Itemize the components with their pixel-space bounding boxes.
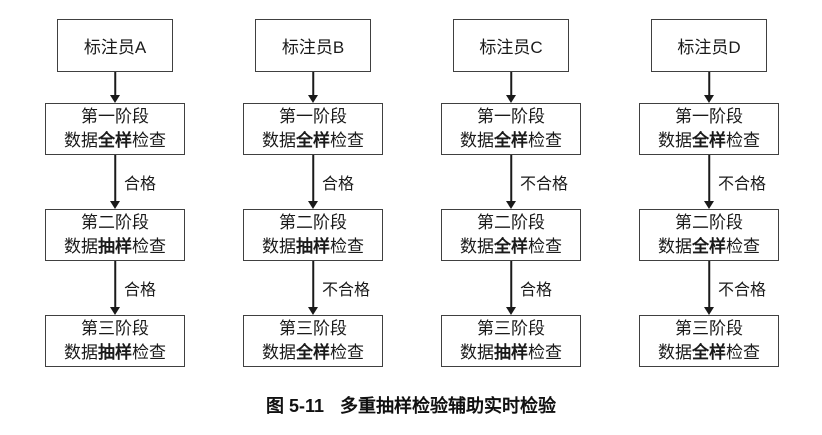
arrow-result-label: 不合格 xyxy=(718,276,767,300)
arrow-line xyxy=(510,261,512,309)
stage-title: 第二阶段 xyxy=(675,213,743,232)
stage-title: 第三阶段 xyxy=(477,319,545,338)
arrow-connector: 合格 xyxy=(441,261,581,315)
annotator-label: 标注员A xyxy=(83,38,147,57)
stage-detail: 数据全样检查 xyxy=(658,343,760,362)
stage-2-box: 第二阶段 数据全样检查 xyxy=(639,209,779,261)
arrow-connector: 不合格 xyxy=(639,155,779,209)
stage-1-box: 第一阶段 数据全样检查 xyxy=(441,103,581,155)
stage-title: 第二阶段 xyxy=(81,213,149,232)
arrow-head-icon xyxy=(704,201,714,209)
arrow-line xyxy=(114,261,116,309)
stage-2-box: 第二阶段 数据抽样检查 xyxy=(45,209,185,261)
arrow-connector: 不合格 xyxy=(639,261,779,315)
arrow-line xyxy=(510,72,512,97)
arrow-head-icon xyxy=(704,95,714,103)
annotator-header-box: 标注员C xyxy=(453,19,569,72)
stage-title: 第三阶段 xyxy=(81,319,149,338)
arrow-line xyxy=(312,261,314,309)
column-annotator-b: 标注员B 第一阶段 数据全样检查 合格 第二阶段 数据抽样检查 xyxy=(243,19,383,367)
arrow-connector xyxy=(441,72,581,103)
arrow-head-icon xyxy=(704,307,714,315)
arrow-line xyxy=(312,155,314,203)
annotator-columns: 标注员A 第一阶段 数据全样检查 合格 第二阶段 数据抽样检查 xyxy=(45,19,779,367)
stage-title: 第一阶段 xyxy=(279,107,347,126)
stage-detail: 数据抽样检查 xyxy=(64,237,166,256)
arrow-head-icon xyxy=(308,307,318,315)
arrow-head-icon xyxy=(506,95,516,103)
stage-detail: 数据全样检查 xyxy=(262,131,364,150)
arrow-result-label: 合格 xyxy=(124,170,157,194)
arrow-result-label: 合格 xyxy=(124,276,157,300)
stage-1-box: 第一阶段 数据全样检查 xyxy=(243,103,383,155)
annotator-header-box: 标注员A xyxy=(57,19,173,72)
arrow-connector xyxy=(639,72,779,103)
arrow-head-icon xyxy=(506,307,516,315)
arrow-head-icon xyxy=(110,201,120,209)
arrow-head-icon xyxy=(506,201,516,209)
stage-2-box: 第二阶段 数据抽样检查 xyxy=(243,209,383,261)
column-annotator-c: 标注员C 第一阶段 数据全样检查 不合格 第二阶段 数据全样检查 xyxy=(441,19,581,367)
arrow-connector xyxy=(45,72,185,103)
arrow-line xyxy=(312,72,314,97)
annotator-header-box: 标注员D xyxy=(651,19,767,72)
stage-detail: 数据抽样检查 xyxy=(64,343,166,362)
annotator-label: 标注员C xyxy=(479,38,543,57)
stage-detail: 数据抽样检查 xyxy=(262,237,364,256)
arrow-result-label: 不合格 xyxy=(520,170,569,194)
arrow-head-icon xyxy=(110,95,120,103)
stage-1-box: 第一阶段 数据全样检查 xyxy=(639,103,779,155)
arrow-head-icon xyxy=(308,95,318,103)
stage-detail: 数据全样检查 xyxy=(262,343,364,362)
annotator-label: 标注员D xyxy=(677,38,741,57)
arrow-connector: 合格 xyxy=(45,155,185,209)
stage-title: 第三阶段 xyxy=(279,319,347,338)
arrow-line xyxy=(114,155,116,203)
stage-1-box: 第一阶段 数据全样检查 xyxy=(45,103,185,155)
arrow-line xyxy=(114,72,116,97)
arrow-connector xyxy=(243,72,383,103)
stage-3-box: 第三阶段 数据全样检查 xyxy=(243,315,383,367)
arrow-line xyxy=(708,72,710,97)
arrow-connector: 合格 xyxy=(243,155,383,209)
figure-title: 多重抽样检验辅助实时检验 xyxy=(340,396,557,416)
stage-detail: 数据全样检查 xyxy=(460,237,562,256)
arrow-line xyxy=(510,155,512,203)
arrow-result-label: 合格 xyxy=(322,170,355,194)
stage-detail: 数据全样检查 xyxy=(658,237,760,256)
stage-title: 第二阶段 xyxy=(279,213,347,232)
arrow-result-label: 不合格 xyxy=(322,276,371,300)
stage-title: 第二阶段 xyxy=(477,213,545,232)
arrow-line xyxy=(708,155,710,203)
stage-detail: 数据抽样检查 xyxy=(460,343,562,362)
arrow-head-icon xyxy=(308,201,318,209)
stage-title: 第一阶段 xyxy=(81,107,149,126)
column-annotator-a: 标注员A 第一阶段 数据全样检查 合格 第二阶段 数据抽样检查 xyxy=(45,19,185,367)
arrow-result-label: 不合格 xyxy=(718,170,767,194)
stage-3-box: 第三阶段 数据抽样检查 xyxy=(45,315,185,367)
stage-title: 第一阶段 xyxy=(675,107,743,126)
figure-number: 图 5-11 xyxy=(265,396,325,416)
arrow-connector: 不合格 xyxy=(243,261,383,315)
stage-3-box: 第三阶段 数据全样检查 xyxy=(639,315,779,367)
stage-detail: 数据全样检查 xyxy=(64,131,166,150)
annotator-header-box: 标注员B xyxy=(255,19,371,72)
stage-detail: 数据全样检查 xyxy=(658,131,760,150)
arrow-connector: 合格 xyxy=(45,261,185,315)
stage-2-box: 第二阶段 数据全样检查 xyxy=(441,209,581,261)
arrow-line xyxy=(708,261,710,309)
annotator-label: 标注员B xyxy=(281,38,345,57)
arrow-head-icon xyxy=(110,307,120,315)
stage-detail: 数据全样检查 xyxy=(460,131,562,150)
column-annotator-d: 标注员D 第一阶段 数据全样检查 不合格 第二阶段 数据全样检查 xyxy=(639,19,779,367)
stage-3-box: 第三阶段 数据抽样检查 xyxy=(441,315,581,367)
arrow-connector: 不合格 xyxy=(441,155,581,209)
figure-caption: 图 5-11 多重抽样检验辅助实时检验 xyxy=(0,392,822,418)
arrow-result-label: 合格 xyxy=(520,276,553,300)
stage-title: 第三阶段 xyxy=(675,319,743,338)
stage-title: 第一阶段 xyxy=(477,107,545,126)
